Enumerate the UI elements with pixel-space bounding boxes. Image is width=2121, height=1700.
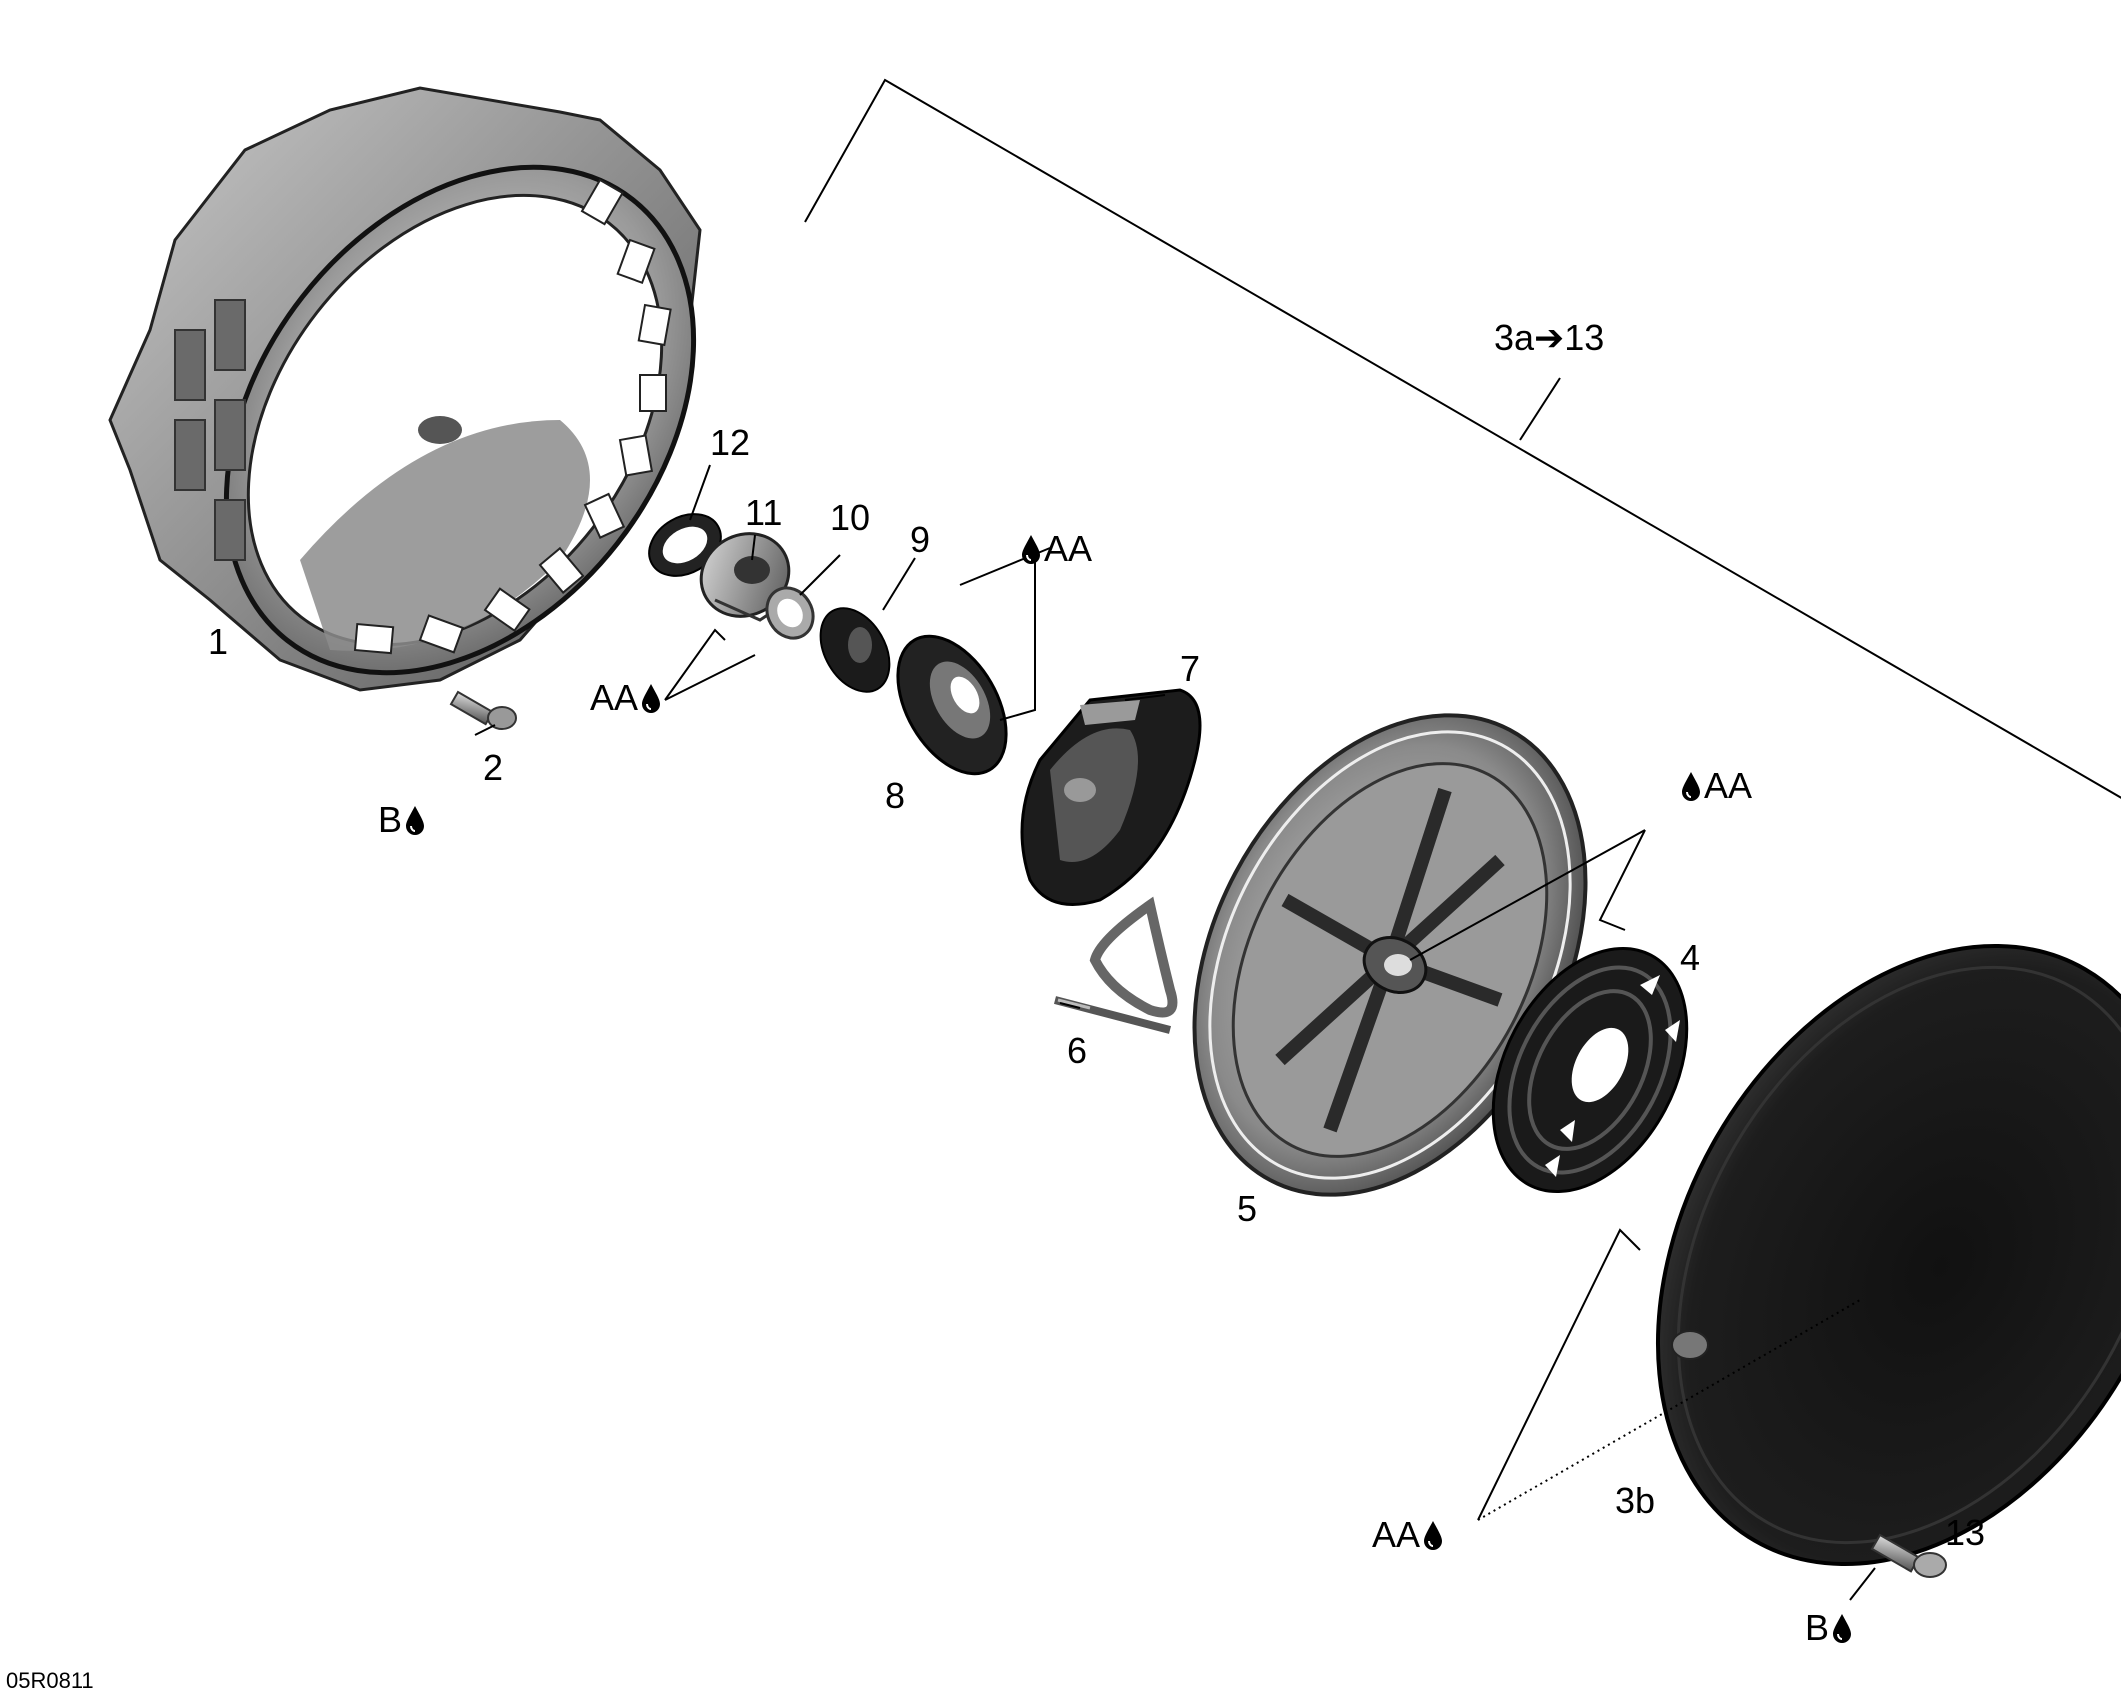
- callout-6: 6: [1067, 1030, 1088, 1071]
- lubricant-code: AA: [1704, 765, 1753, 806]
- lubricant-code: AA: [1044, 528, 1093, 569]
- callout-5: 5: [1237, 1188, 1258, 1229]
- callout-10: 10: [830, 497, 871, 538]
- part-7-pawl: [1020, 688, 1202, 906]
- part-2-screw: [449, 690, 517, 730]
- lubricant-aa-5: AA: [1680, 768, 1752, 804]
- part-4-recoil-spring: [1491, 946, 1689, 1194]
- callout-13: 13: [1945, 1512, 1986, 1553]
- part-13-screw: [1870, 1533, 1947, 1578]
- lubricant-code: B: [378, 799, 403, 840]
- lubricant-aa-11: AA: [590, 680, 662, 716]
- oil-drop-icon: [1022, 535, 1040, 564]
- callout-8: 8: [885, 775, 906, 816]
- drawing-code: 05R0811: [6, 1668, 94, 1693]
- oil-drop-icon: [1682, 772, 1700, 801]
- oil-drop-icon: [406, 806, 425, 835]
- oil-drop-icon: [1833, 1614, 1852, 1643]
- lubricant-b-13: B: [1805, 1610, 1853, 1646]
- lubricant-b-2: B: [378, 802, 426, 838]
- lubricant-aa-9: AA: [1020, 531, 1092, 567]
- part-10-small-ring: [765, 586, 815, 640]
- part-3b-cover: [1656, 943, 2121, 1567]
- callout-2: 2: [483, 747, 504, 788]
- part-9-cam: [819, 607, 891, 693]
- lubricant-aa-3b: AA: [1372, 1517, 1444, 1553]
- lubricant-code: AA: [590, 677, 639, 718]
- leader-lines: [474, 464, 1876, 1601]
- callout-1: 1: [208, 621, 229, 662]
- oil-drop-icon: [1424, 1521, 1443, 1550]
- callout-9: 9: [910, 519, 931, 560]
- part-1-housing: [108, 86, 702, 692]
- lubricant-code: B: [1805, 1607, 1830, 1648]
- part-8-spring: [896, 634, 1008, 776]
- part-6-handle: [1053, 896, 1178, 1034]
- kit-bracket: [804, 78, 2121, 799]
- callout-4: 4: [1680, 937, 1701, 978]
- callout-11: 11: [745, 492, 783, 533]
- callout-3b: 3b: [1615, 1480, 1656, 1521]
- part-12-ring: [648, 513, 722, 577]
- callout-kit-3a-13: 3a➔13: [1494, 317, 1605, 358]
- lubricant-code: AA: [1372, 1514, 1421, 1555]
- oil-drop-icon: [642, 684, 661, 713]
- part-5-pulley: [1192, 713, 1588, 1197]
- callout-7: 7: [1180, 648, 1201, 689]
- callout-12: 12: [710, 422, 751, 463]
